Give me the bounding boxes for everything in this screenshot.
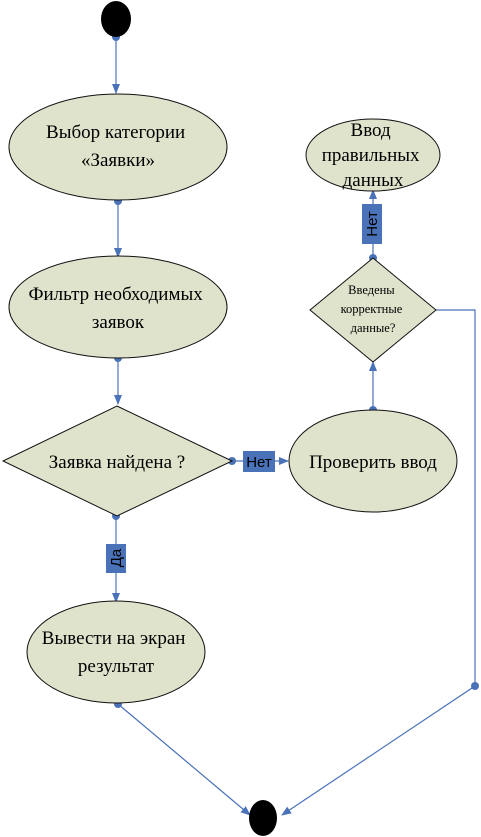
- svg-text:Фильтр необходимых заяво: Фильтр необходимых заявок: [28, 284, 207, 333]
- node-input-correct-line-3: данные?: [351, 321, 396, 335]
- node-enter-correct-data: Ввод правильных данных: [305, 118, 441, 192]
- node-request-found-decision: Заявка найдена ?: [1, 405, 234, 517]
- node-select-category: Выбор категории «Заявки»: [8, 93, 228, 201]
- svg-text:Вывести на экран результ: Вывести на экран результат: [42, 628, 190, 677]
- node-enter-correct-data-line-3: данных: [343, 170, 404, 191]
- node-enter-correct-data-line-1: Ввод: [351, 120, 391, 141]
- node-filter-requests-line-2: заявок: [92, 312, 145, 333]
- node-select-category-line-1: Выбор категории: [46, 122, 185, 143]
- svg-text:Ввод правильных да: Ввод правильных данных: [322, 120, 425, 191]
- edge-label-no-vertical: Нет: [362, 204, 382, 244]
- node-show-result-line-1: Вывести на экран: [42, 628, 186, 649]
- node-check-input-label: Проверить ввод: [309, 452, 437, 473]
- edge-result-to-end: [117, 703, 251, 816]
- edge-label-no-horizontal: Нет: [243, 451, 275, 472]
- node-input-correct-decision: Введены корректные данные?: [309, 257, 437, 363]
- connection-dot: [471, 682, 479, 690]
- node-check-input: Проверить ввод: [288, 409, 458, 513]
- node-show-result: Вывести на экран результат: [26, 600, 206, 704]
- node-show-result-line-2: результат: [78, 656, 155, 677]
- svg-text:Выбор категории «Заявки»: Выбор категории «Заявки»: [46, 122, 190, 171]
- node-input-correct-line-1: Введены: [348, 283, 395, 297]
- edge-correct-to-end: [281, 309, 476, 816]
- node-enter-correct-data-line-2: правильных: [322, 145, 420, 166]
- edge-label-yes: Да: [106, 544, 126, 573]
- node-filter-requests: Фильтр необходимых заявок: [8, 255, 228, 359]
- edge-label-no-horizontal-text: Нет: [246, 454, 272, 471]
- edge-label-no-vertical-text: Нет: [364, 211, 381, 237]
- node-filter-requests-line-1: Фильтр необходимых: [28, 284, 203, 305]
- edge-label-yes-text: Да: [108, 548, 125, 567]
- end-node: [249, 800, 277, 836]
- svg-text:Введены корректные: Введены корректные данные?: [341, 283, 406, 335]
- node-request-found-label: Заявка найдена ?: [49, 452, 185, 473]
- start-node: [101, 1, 131, 37]
- node-select-category-line-2: «Заявки»: [81, 150, 155, 171]
- node-input-correct-line-2: корректные: [341, 302, 403, 316]
